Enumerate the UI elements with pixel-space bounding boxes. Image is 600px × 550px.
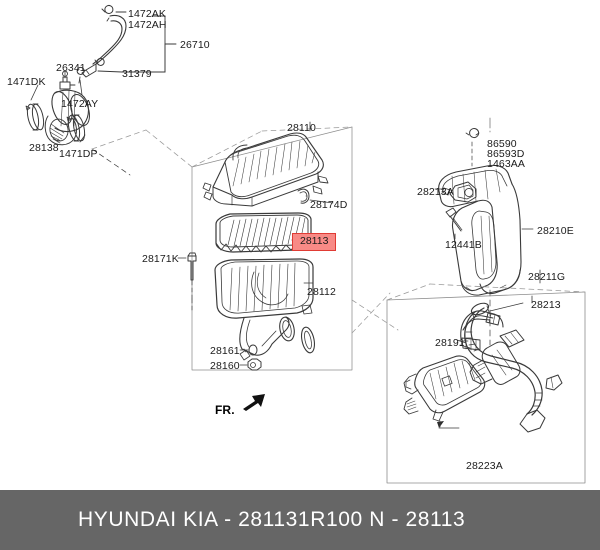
callout-28210e[interactable]: 28210E	[537, 225, 574, 237]
callout-28160[interactable]: 28160	[210, 360, 240, 372]
callout-28211g[interactable]: 28211G	[528, 271, 566, 283]
callout-12441b[interactable]: 12441B	[445, 239, 482, 251]
callout-1472ay[interactable]: 1472AY	[61, 98, 99, 110]
resonator-box-28223a	[403, 355, 486, 429]
callout-28138[interactable]: 28138	[29, 142, 59, 154]
callout-28112[interactable]: 28112	[307, 286, 336, 298]
air-duct-28210e	[434, 128, 541, 346]
callout-86593d[interactable]: 86593D	[487, 148, 525, 160]
clip-1472ay	[76, 66, 85, 84]
clip-86590	[465, 128, 480, 167]
resonator-panel-frame	[386, 283, 586, 484]
bolt-12441b	[445, 207, 463, 240]
bracket-28213a	[434, 181, 477, 203]
highlighted-part-28113[interactable]: 28113	[292, 233, 337, 251]
callout-26710[interactable]: 26710	[180, 39, 210, 51]
clamp-1471dk	[25, 103, 45, 131]
callout-28171k[interactable]: 28171K	[142, 253, 179, 265]
callout-1472ak[interactable]: 1472AK	[128, 8, 166, 20]
callout-28213a[interactable]: 28213A	[417, 186, 454, 198]
callout-28191[interactable]: 28191	[435, 337, 465, 349]
resonator-chamber	[469, 329, 525, 385]
callout-28174d[interactable]: 28174D	[310, 199, 348, 211]
bolt-28171k	[177, 252, 197, 311]
small-parts-28161-28160	[239, 344, 262, 371]
air-cleaner-body-28112	[214, 258, 316, 361]
orientation-marker-label: FR.	[215, 403, 235, 417]
arrow-up-right-icon	[243, 394, 265, 411]
callout-1463aa[interactable]: 1463AA	[487, 158, 525, 170]
clamp-1471dp	[66, 114, 86, 142]
callout-31379[interactable]: 31379	[122, 68, 152, 80]
callout-28161[interactable]: 28161	[210, 345, 240, 357]
callout-86590[interactable]: 86590	[487, 138, 517, 150]
callout-28223a[interactable]: 28223A	[466, 460, 503, 472]
vacuum-hose-assembly	[81, 5, 177, 78]
callout-1471dp[interactable]: 1471DP	[59, 148, 98, 160]
callout-1472ah[interactable]: 1472AH	[128, 19, 167, 31]
footer-bar: HYUNDAI KIA - 281131R100 N - 28113	[0, 490, 600, 550]
footer-part-reference: HYUNDAI KIA - 281131R100 N - 28113	[78, 508, 466, 531]
callout-28110[interactable]: 28110	[287, 122, 316, 134]
hose-28191	[456, 310, 504, 349]
clip-28174d	[297, 188, 310, 204]
callout-1471dk[interactable]: 1471DK	[7, 76, 46, 88]
throttle-body-assembly	[25, 66, 131, 176]
air-cleaner-cover-28110	[202, 121, 334, 207]
callout-26341[interactable]: 26341	[56, 62, 86, 74]
callout-28213[interactable]: 28213	[531, 299, 561, 311]
